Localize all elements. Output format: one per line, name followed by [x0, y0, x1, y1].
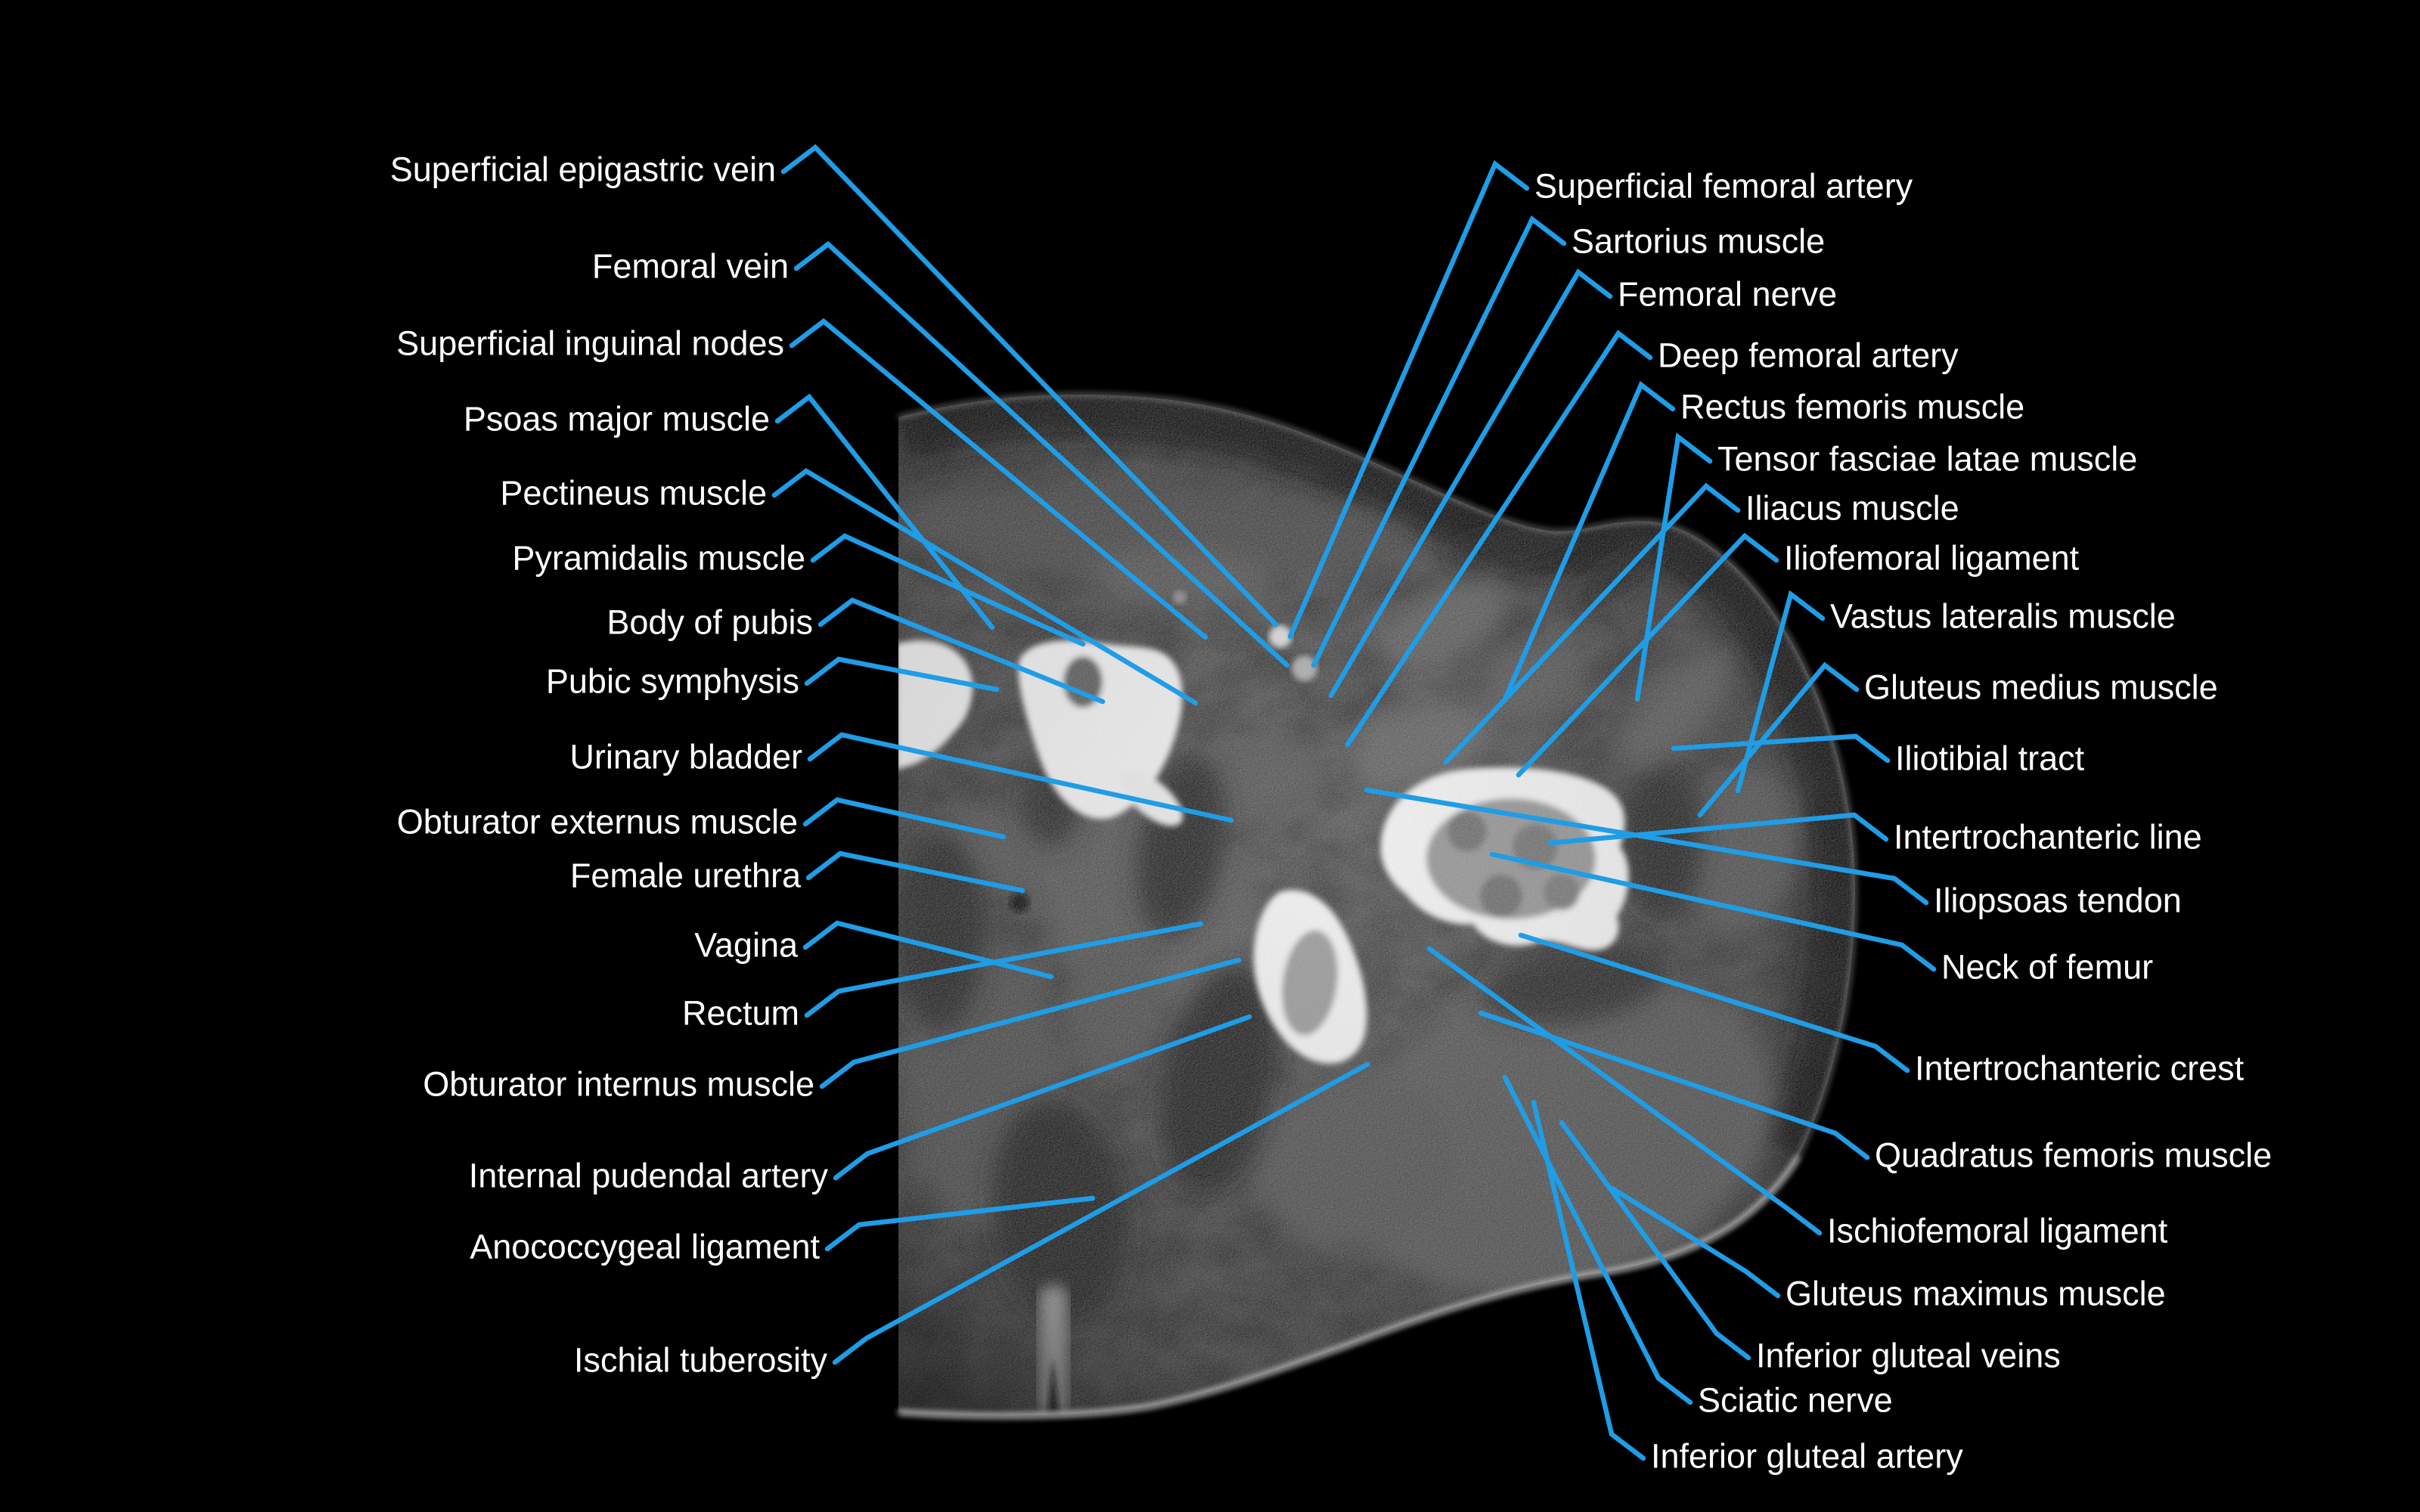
leader-line: [804, 921, 1204, 1018]
leader-line: [1443, 482, 1741, 765]
leader-line: [1671, 733, 1891, 764]
leader-line: [1502, 380, 1676, 702]
leader-line: [819, 957, 1242, 1089]
leader-line: [1364, 787, 1929, 906]
leader-line: [1609, 1185, 1781, 1299]
skin-bright-rim-bottom: [898, 1155, 1801, 1419]
leader-line: [1345, 330, 1653, 748]
leader-line: [832, 1061, 1370, 1365]
leader-line: [1547, 812, 1889, 846]
leader-line: [1311, 215, 1567, 668]
leader-line: [1697, 662, 1860, 818]
leader-line: [1735, 590, 1826, 794]
leader-line: [771, 468, 1199, 706]
leader-line: [810, 533, 1086, 647]
leader-line: [1426, 946, 1823, 1236]
leader-line: [1478, 1010, 1870, 1160]
leader-line: [818, 597, 1106, 705]
leader-line: [1559, 1120, 1751, 1361]
leader-line: [807, 732, 1234, 823]
leader-line: [1489, 851, 1937, 972]
leader-line: [1287, 160, 1530, 640]
leader-line: [824, 1195, 1096, 1252]
leader-line: [1502, 1074, 1693, 1405]
leader-lines-layer: [771, 144, 1937, 1461]
leader-line: [780, 144, 1279, 627]
leader-line: [833, 1014, 1252, 1181]
leader-line: [1634, 432, 1713, 702]
leader-line: [802, 920, 1054, 980]
leader-line: [1518, 932, 1910, 1074]
leader-line: [802, 797, 1007, 840]
leader-line: [1328, 268, 1613, 699]
leader-line: [793, 240, 1290, 668]
leader-line: [1531, 1099, 1646, 1461]
leader-line: [804, 656, 1000, 692]
leader-line: [774, 393, 995, 631]
leader-line: [789, 318, 1208, 640]
leader-line: [805, 850, 1025, 894]
leader-line: [1516, 532, 1779, 778]
